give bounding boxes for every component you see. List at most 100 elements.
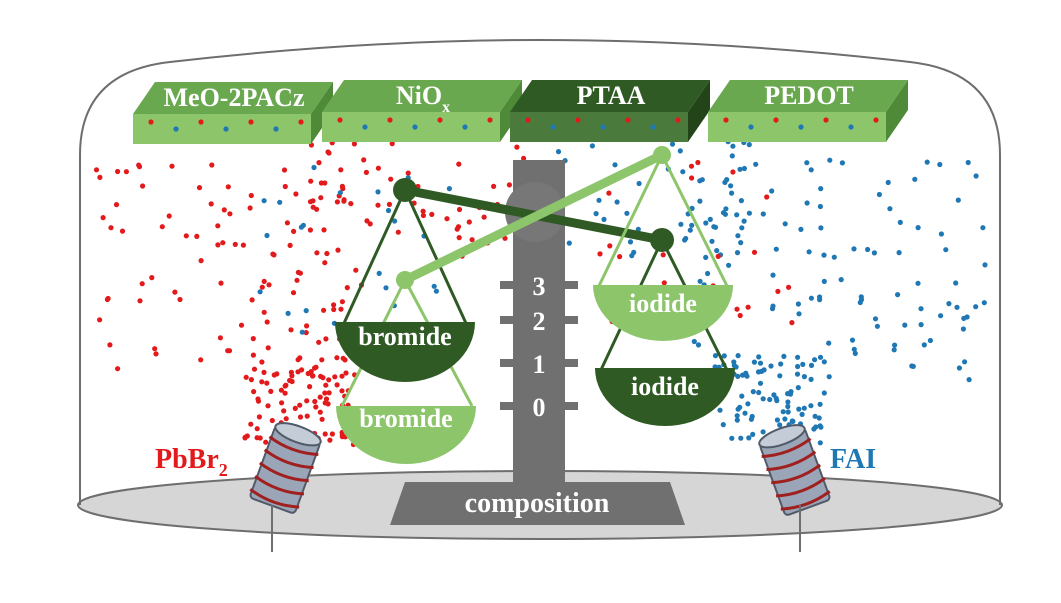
particle — [746, 435, 752, 441]
particle — [703, 254, 709, 260]
particle — [319, 357, 325, 363]
light-beam — [400, 150, 667, 285]
particle — [612, 162, 618, 168]
particle — [838, 277, 844, 283]
particle — [314, 206, 320, 212]
particle — [751, 359, 758, 365]
particle — [251, 389, 257, 395]
particle — [607, 243, 613, 249]
particle — [943, 247, 949, 253]
particle — [113, 202, 120, 208]
particle — [795, 354, 801, 360]
particle — [420, 212, 426, 219]
particle — [247, 205, 253, 211]
particle — [816, 415, 822, 421]
pan-dark-right: iodide — [595, 368, 735, 426]
particle — [798, 226, 804, 232]
particle — [980, 225, 986, 231]
particle — [343, 370, 349, 376]
particle — [808, 376, 814, 382]
particle — [817, 423, 823, 429]
particle — [344, 285, 350, 291]
substrate-dot — [675, 117, 681, 123]
particle — [973, 304, 979, 310]
pan-light-right-label: iodide — [629, 289, 697, 318]
particle — [466, 219, 472, 225]
particle — [304, 323, 310, 329]
particle — [218, 280, 224, 286]
pan-dark-right-label: iodide — [631, 372, 699, 401]
particle — [255, 396, 261, 402]
particle — [812, 357, 818, 363]
particle — [308, 178, 314, 184]
substrate-2: NiOx — [322, 80, 522, 142]
substrate-dot — [773, 117, 779, 123]
particle — [826, 340, 832, 346]
substrate-front-face — [510, 112, 688, 142]
particle — [123, 169, 129, 175]
particle — [636, 180, 642, 187]
particle — [703, 220, 709, 226]
particle — [721, 353, 727, 359]
particle — [221, 207, 227, 213]
particle — [739, 393, 745, 399]
particle — [871, 250, 878, 256]
particle — [757, 380, 764, 386]
particle — [338, 167, 344, 173]
particle — [321, 307, 327, 313]
particle — [137, 298, 143, 304]
particle — [891, 347, 897, 353]
particle — [375, 189, 381, 195]
particle — [748, 416, 755, 422]
particle — [339, 373, 345, 379]
particle — [502, 235, 508, 241]
particle — [687, 227, 693, 233]
particle — [300, 222, 306, 228]
particle — [310, 373, 316, 379]
particle — [723, 206, 729, 212]
particle — [773, 246, 779, 252]
tick-label: 1 — [533, 350, 546, 379]
particle — [746, 210, 753, 216]
particle — [737, 166, 743, 172]
particle — [737, 404, 743, 410]
particle — [735, 373, 741, 379]
particle — [751, 249, 758, 255]
light-right-string-a — [596, 154, 664, 289]
particle — [593, 211, 599, 217]
source-left — [249, 422, 322, 514]
particle — [259, 379, 265, 385]
particle — [606, 190, 612, 196]
substrate-dot — [337, 117, 343, 123]
particle — [760, 396, 766, 402]
particle — [307, 384, 313, 390]
substrate-3: PTAA — [510, 80, 710, 142]
particle — [285, 310, 291, 316]
particle — [821, 390, 827, 396]
substrate-dot — [412, 124, 418, 130]
particle — [915, 280, 921, 286]
particle — [768, 363, 774, 369]
particle — [745, 401, 751, 407]
tick-label: 3 — [533, 272, 546, 301]
particle — [250, 336, 256, 342]
particle — [433, 288, 439, 294]
particle — [711, 224, 717, 230]
substrate-4: PEDOT — [708, 80, 908, 142]
particle — [817, 354, 824, 360]
particle — [261, 369, 267, 375]
particle — [808, 362, 815, 368]
particle — [954, 304, 960, 310]
particle — [288, 327, 294, 333]
particle — [769, 188, 775, 194]
source-right-label: FAI — [830, 444, 876, 475]
substrate-dot — [848, 124, 854, 130]
particle — [257, 289, 263, 295]
particle — [321, 227, 327, 233]
particle — [555, 149, 562, 155]
particle — [661, 280, 667, 286]
particle — [785, 399, 791, 405]
particle — [353, 267, 359, 273]
particle — [624, 210, 630, 216]
